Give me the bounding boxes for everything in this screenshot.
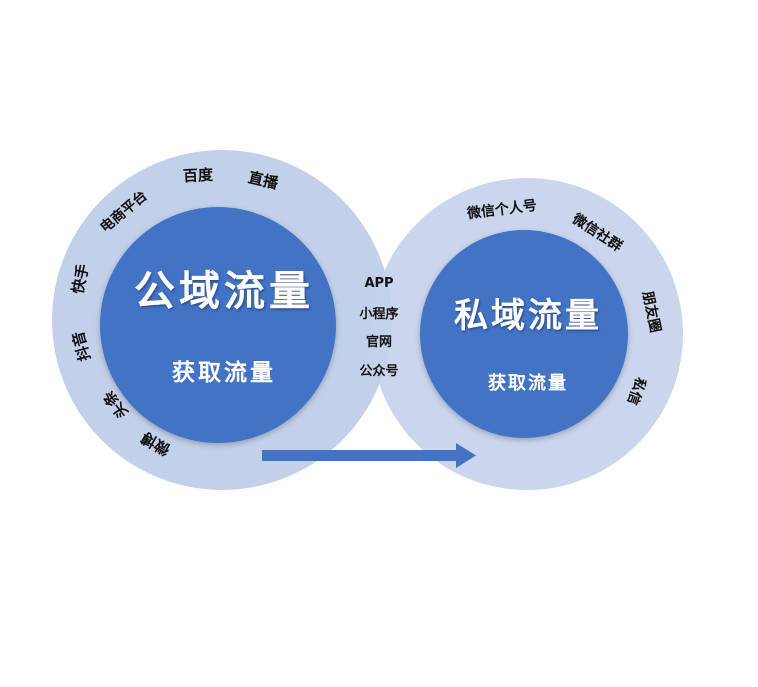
public-domain-inner-circle bbox=[100, 207, 336, 443]
flow-arrow bbox=[262, 443, 476, 468]
overlap-item-app: APP bbox=[364, 276, 393, 291]
overlap-item-official-account: 公众号 bbox=[359, 363, 398, 379]
private-domain-inner-circle bbox=[420, 230, 628, 438]
public-domain-subtitle: 获取流量 bbox=[172, 359, 276, 386]
flow-arrow-head bbox=[456, 443, 476, 468]
private-domain-subtitle: 获取流量 bbox=[488, 372, 568, 394]
overlap-item-mini-program: 小程序 bbox=[359, 306, 398, 322]
public-domain-title: 公域流量 bbox=[134, 267, 314, 315]
flow-arrow-shaft bbox=[262, 450, 458, 461]
channel-kuaishou: 快手 bbox=[69, 262, 93, 295]
private-domain-title: 私域流量 bbox=[454, 296, 602, 336]
overlap-item-official-site: 官网 bbox=[366, 334, 392, 350]
channel-baidu: 百度 bbox=[183, 166, 215, 186]
